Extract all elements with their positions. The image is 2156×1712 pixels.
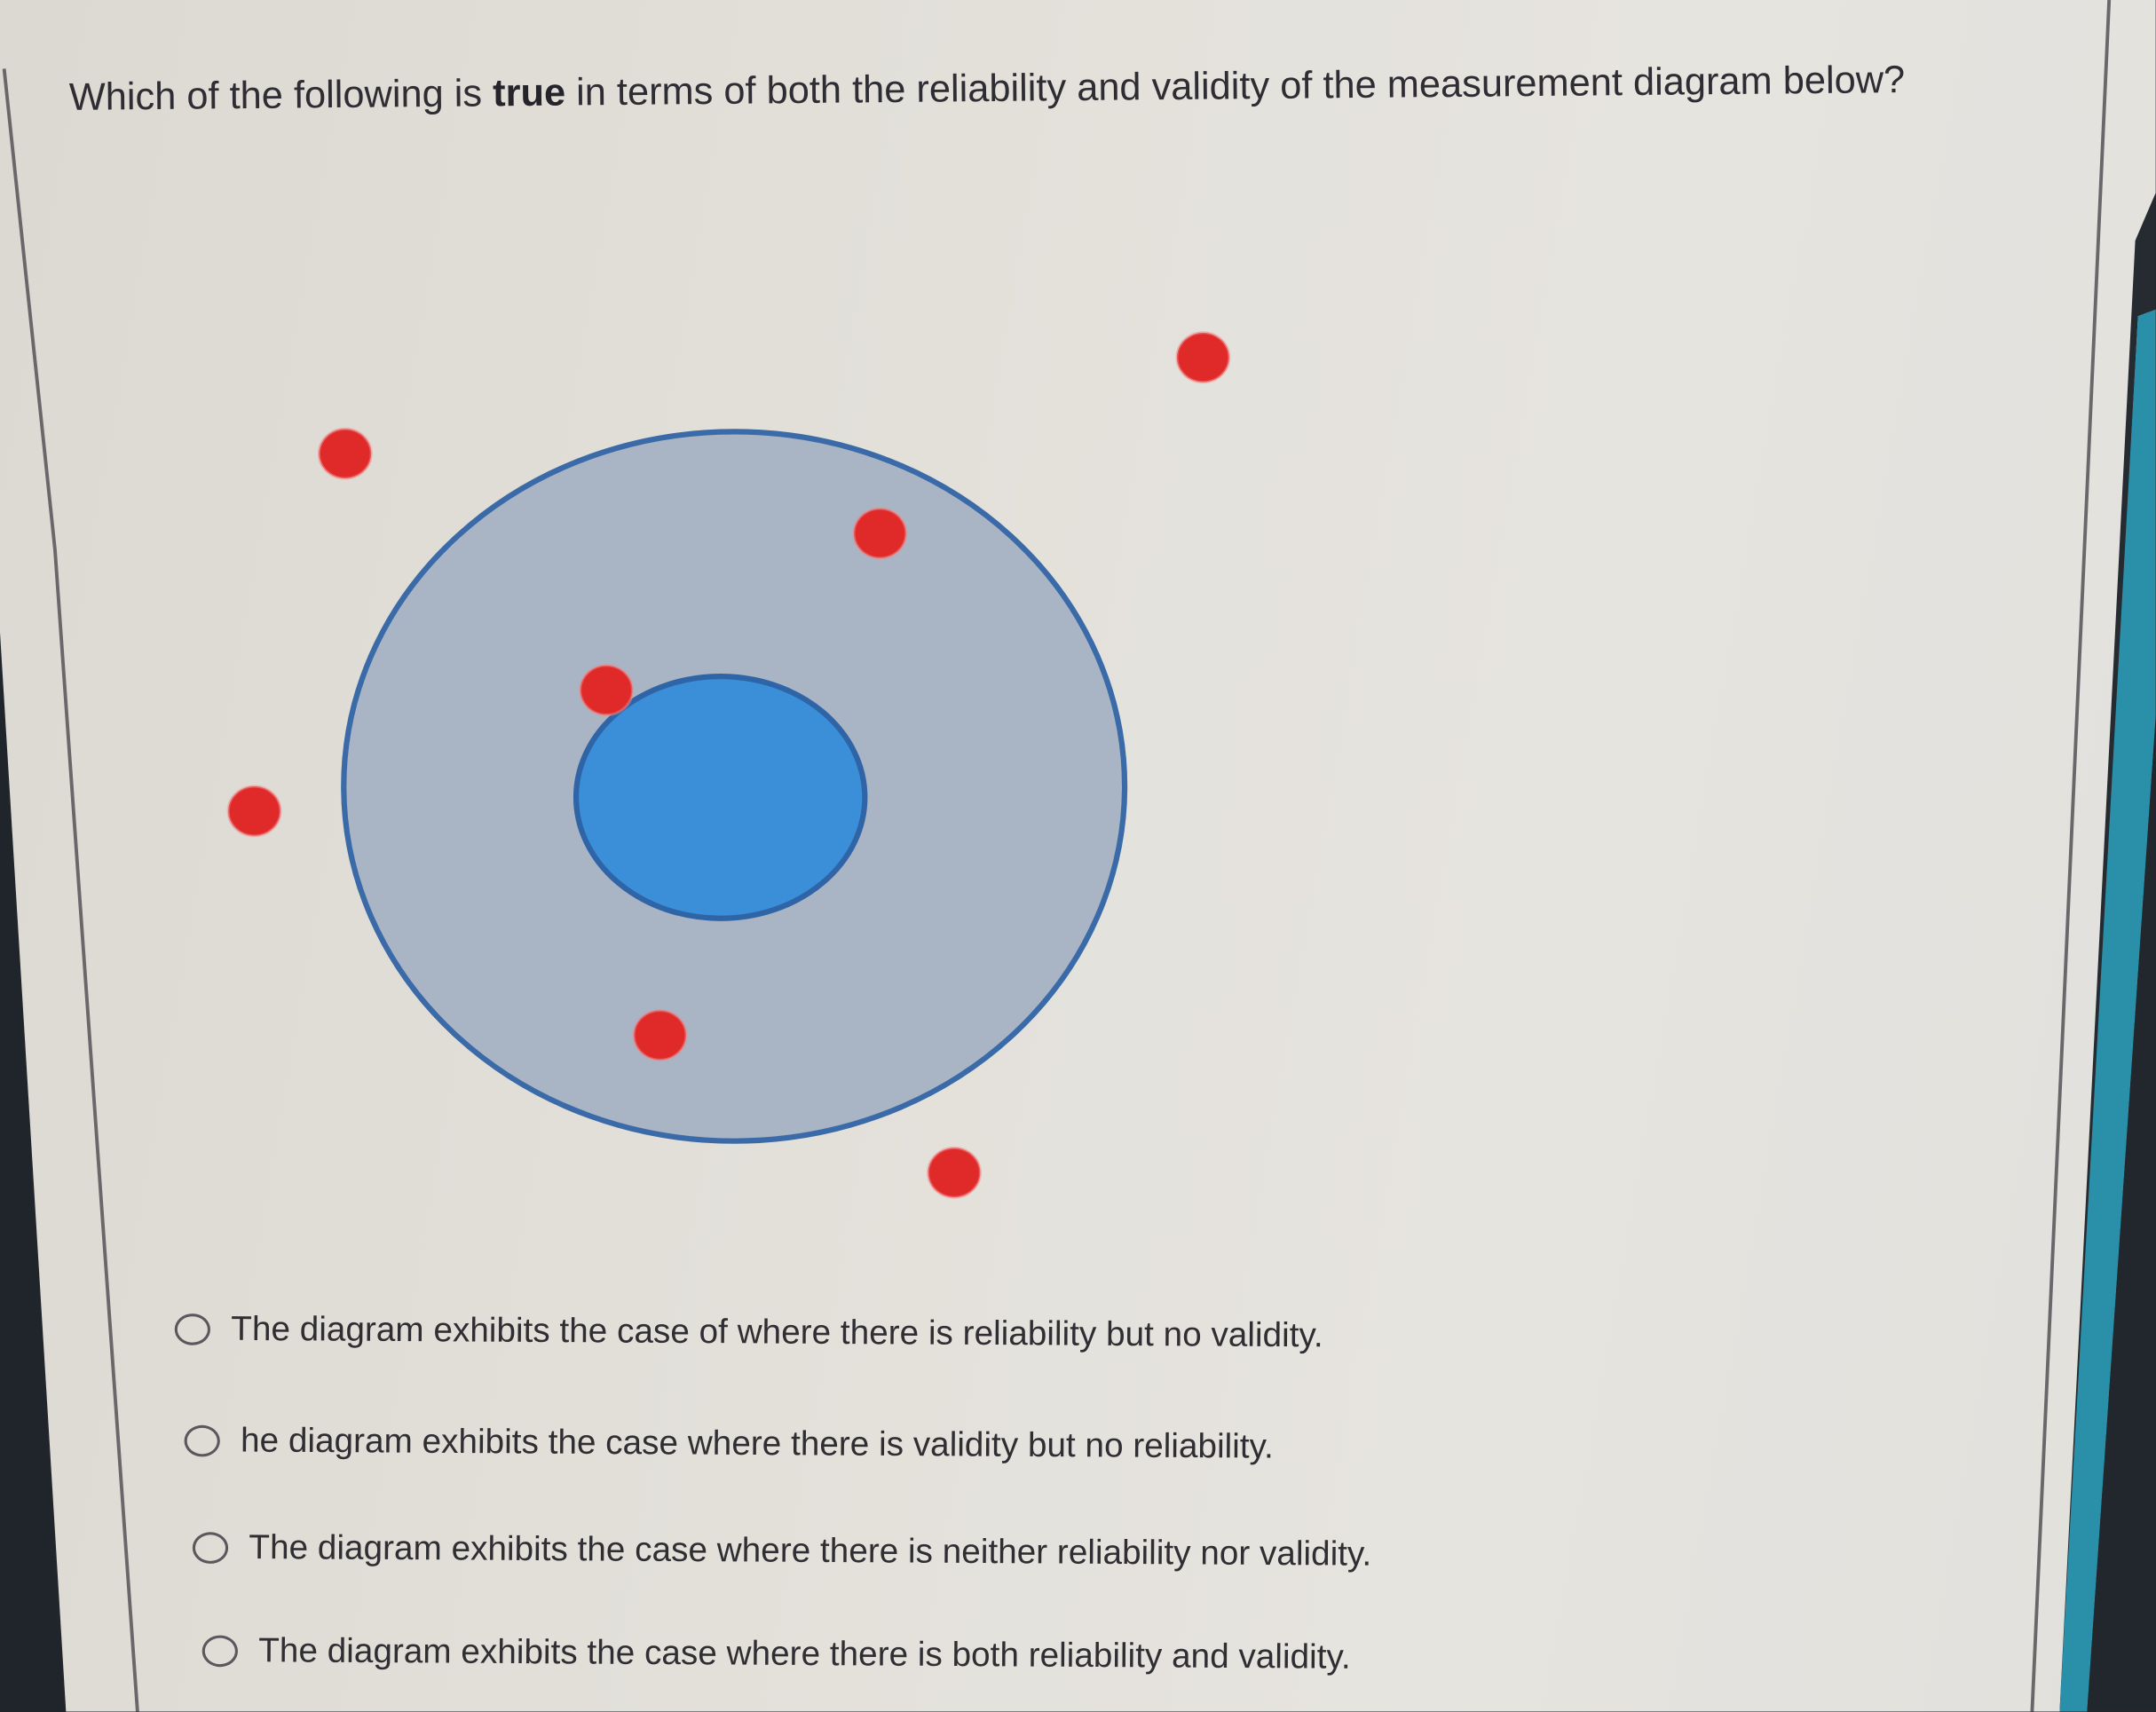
answer-option-label: The diagram exhibits the case where ther…: [258, 1631, 1351, 1677]
answer-option-label: he diagram exhibits the case where there…: [240, 1421, 1274, 1466]
red-measurement-dot: [927, 1146, 982, 1199]
red-measurement-dot: [226, 785, 282, 838]
answer-option-4[interactable]: The diagram exhibits the case where ther…: [201, 1631, 1351, 1678]
radio-button[interactable]: [174, 1313, 211, 1345]
right-border-line: [2030, 0, 2112, 1712]
inner-bullseye-circle: [573, 674, 868, 921]
left-border-line: [2, 68, 139, 1712]
measurement-dots: [226, 331, 1231, 1199]
answer-option-label: The diagram exhibits the case where ther…: [249, 1527, 1372, 1574]
radio-button[interactable]: [192, 1532, 229, 1565]
red-measurement-dot: [852, 507, 908, 560]
answer-option-1[interactable]: The diagram exhibits the case of where t…: [174, 1309, 1323, 1356]
answer-option-3[interactable]: The diagram exhibits the case where ther…: [192, 1527, 1372, 1575]
radio-button[interactable]: [184, 1424, 220, 1457]
radio-button[interactable]: [201, 1635, 239, 1668]
answer-option-2[interactable]: he diagram exhibits the case where there…: [184, 1421, 1274, 1467]
red-measurement-dot: [579, 664, 635, 717]
red-measurement-dot: [1175, 331, 1231, 384]
answer-option-label: The diagram exhibits the case of where t…: [231, 1309, 1323, 1355]
red-measurement-dot: [317, 427, 373, 480]
red-measurement-dot: [632, 1008, 688, 1061]
